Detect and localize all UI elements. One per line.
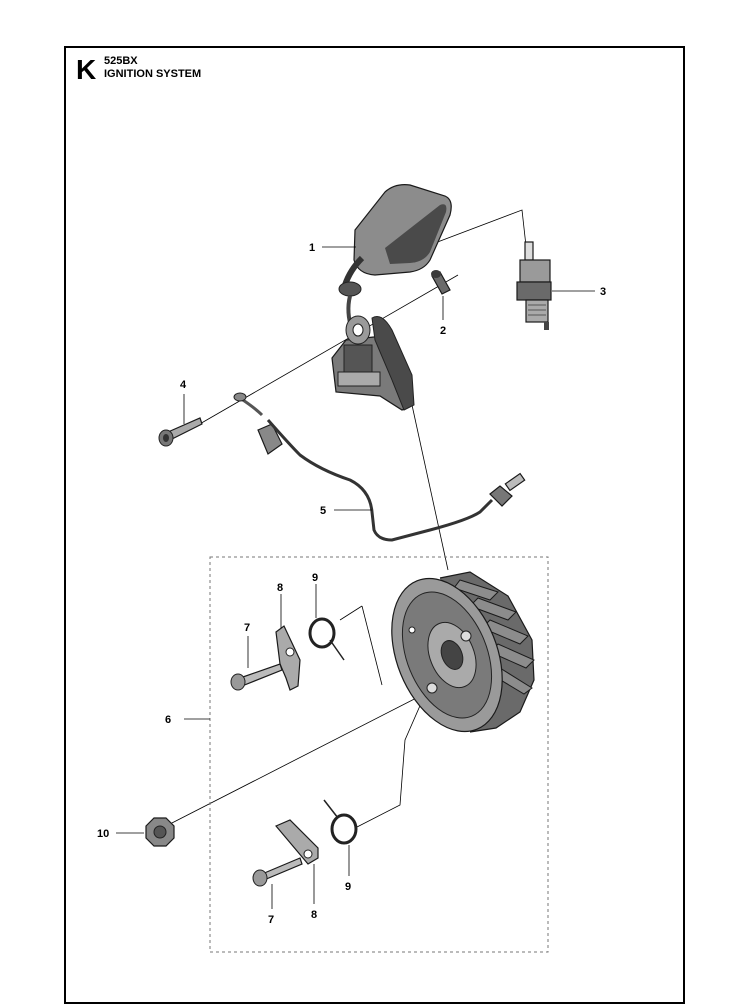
flywheel [391, 571, 535, 733]
ignition-module [331, 315, 415, 411]
group-title: IGNITION SYSTEM [104, 68, 202, 80]
spark-plug-boot [338, 184, 452, 331]
callout-1: 1 [309, 242, 315, 254]
upper-starter-pawl [275, 625, 301, 691]
lower-starter-pawl [275, 819, 319, 865]
callout-9-upper: 9 [312, 572, 318, 584]
callout-10: 10 [97, 828, 109, 840]
spark-plug [516, 241, 552, 330]
flywheel-nut [145, 817, 175, 847]
callout-8-upper: 8 [277, 582, 283, 594]
model-name: 525BX [104, 55, 138, 67]
spacer-sleeve [431, 270, 451, 295]
callout-5: 5 [320, 505, 326, 517]
callout-2: 2 [440, 325, 446, 337]
callout-9-lower: 9 [345, 881, 351, 893]
callout-6: 6 [165, 714, 171, 726]
flywheel-group-box [209, 556, 549, 953]
callout-4: 4 [180, 379, 187, 391]
leader-lines [116, 246, 595, 909]
callout-7-lower: 7 [268, 914, 274, 926]
lower-pawl-spring [323, 799, 358, 845]
stop-switch-wire [233, 392, 526, 542]
upper-pawl-screw [230, 663, 283, 691]
section-letter: K [76, 54, 97, 85]
callout-3: 3 [600, 286, 606, 298]
page-frame [64, 46, 685, 1004]
lower-pawl-screw [252, 857, 303, 887]
callout-7-upper: 7 [244, 622, 250, 634]
callout-8-lower: 8 [311, 909, 317, 921]
module-screw [158, 417, 203, 447]
upper-pawl-spring [308, 617, 345, 661]
